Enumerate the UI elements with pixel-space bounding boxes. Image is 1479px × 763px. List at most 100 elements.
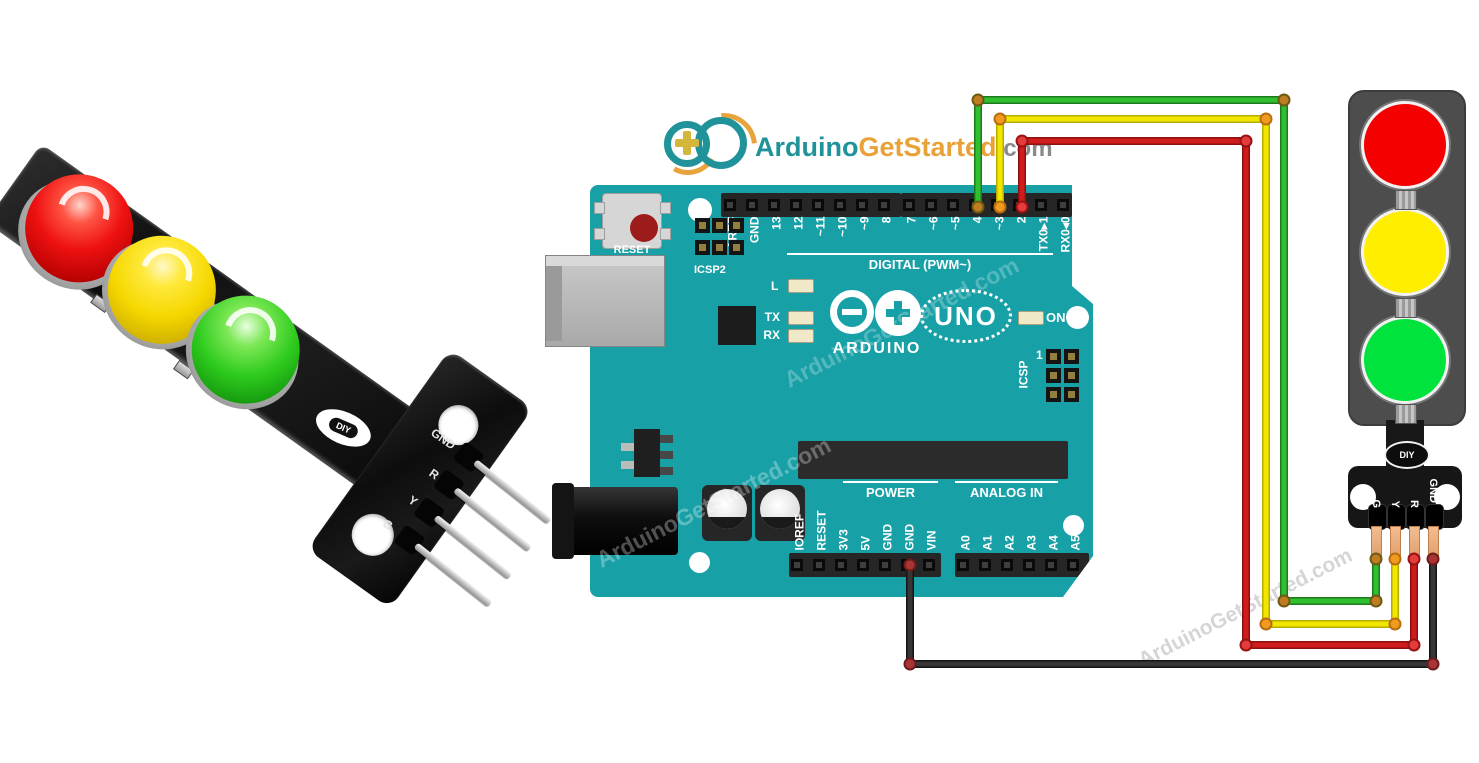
pin-label-10: ~10 (835, 216, 850, 237)
header-pin (923, 559, 935, 571)
digital-section-label: DIGITAL (PWM~) (868, 257, 972, 272)
led-rx (788, 329, 814, 343)
header-pin (903, 199, 915, 211)
regulator-leg (660, 435, 673, 443)
header-pin (947, 199, 959, 211)
icsp-pin (1064, 387, 1079, 402)
led-on (1018, 311, 1044, 325)
usb-port (545, 255, 665, 347)
arduino-brand-label: ARDUINO (832, 340, 922, 357)
icsp-pin (712, 218, 727, 233)
pin-label-a4: A4 (1046, 535, 1061, 551)
icsp-pin (1064, 368, 1079, 383)
arduino-logo-plus-icon (875, 290, 921, 336)
divider-tab (1395, 404, 1417, 424)
header-pin-r (1409, 526, 1420, 564)
icsp-pin (729, 218, 744, 233)
yellow-wire-pin3-to-y-joint (993, 112, 1007, 126)
icsp-pin (1046, 387, 1061, 402)
red-wire-pin2-to-r-joint (1239, 134, 1253, 148)
header-pin-y (1390, 526, 1401, 564)
led-l-label: L (771, 279, 779, 293)
header-pin (1035, 199, 1047, 211)
header-pin (1067, 559, 1079, 571)
header-pin (724, 199, 736, 211)
icsp-pin1-label: 1 (1036, 348, 1043, 362)
pin-label-a2: A2 (1002, 535, 1017, 551)
usb-port-cap (546, 259, 562, 341)
header-pin (813, 559, 825, 571)
green-wire-pin4-to-g-joint (1277, 93, 1291, 107)
main-ic-chip (798, 441, 1068, 479)
power-jack (552, 483, 678, 559)
diy-logo-badge: DIY (1384, 441, 1430, 469)
header-pin (925, 199, 937, 211)
logo-text-getstarted: GetStarted (858, 132, 997, 162)
black-wire-gnd-to-gnd-joint (1426, 657, 1440, 671)
pin-label-7: 7 (904, 216, 919, 224)
header-pin (1057, 199, 1069, 211)
pin-label-r: R (1408, 500, 1420, 508)
icsp-pin (1046, 368, 1061, 383)
power-jack-cap (552, 483, 574, 559)
icsp-pin (1046, 349, 1061, 364)
header-pin (1045, 559, 1057, 571)
led-highlight (48, 176, 119, 247)
header-pin (878, 199, 890, 211)
divider-tab (1395, 298, 1417, 318)
header-pin (834, 199, 846, 211)
header-pin (969, 199, 981, 211)
pin-label-13: 13 (769, 216, 784, 230)
header-pin (991, 199, 1003, 211)
header-pin (979, 559, 991, 571)
pin-label-9: ~9 (857, 216, 872, 231)
regulator-leg (621, 443, 634, 451)
header-pin (791, 559, 803, 571)
red-wire-pin2-to-r-joint (1239, 638, 1253, 652)
red-wire-pin2-to-r-joint (1407, 638, 1421, 652)
header-pin-g (1371, 526, 1382, 564)
pin-label-reset: RESET (814, 510, 829, 551)
green-wire-pin4-to-g-joint (1277, 594, 1291, 608)
module-pcb-rotated: DIY GND R Y G (0, 118, 622, 763)
pin-label-tx01: TX0▸1 (1036, 216, 1051, 252)
pin-label-5: ~5 (948, 216, 963, 231)
pin-label-11: ~11 (813, 216, 828, 237)
pin-label-6: ~6 (926, 216, 941, 231)
green-wire-pin4-to-g-joint (971, 93, 985, 107)
pin-label-gnd: GND (880, 523, 895, 551)
header-pin (1001, 559, 1013, 571)
digital-section-line (787, 253, 1053, 255)
reset-button (630, 214, 658, 242)
pin-label-gnd: GND (747, 216, 762, 244)
led-l (788, 279, 814, 293)
pin-label-a0: A0 (958, 535, 973, 551)
reset-label: RESET (613, 244, 651, 256)
header-pin (768, 199, 780, 211)
red-light (1361, 101, 1449, 189)
reset-tab (660, 228, 671, 240)
pin-label-3v3: 3V3 (836, 529, 851, 551)
pin-label-8: 8 (879, 216, 894, 224)
icsp-label: ICSP (1016, 360, 1031, 389)
led-rx-label: RX (763, 328, 780, 342)
header-pin (957, 559, 969, 571)
header-pin (856, 199, 868, 211)
pin-label-a3: A3 (1024, 535, 1039, 551)
logo-text-com: .com (996, 135, 1053, 162)
power-section-line (843, 481, 938, 483)
yellow-wire-pin3-to-y-joint (1259, 112, 1273, 126)
pin-label-gnd: GND (902, 523, 917, 551)
diy-logo-text: DIY (1399, 450, 1415, 460)
pin-label-4: 4 (970, 216, 985, 224)
led-tx-label: TX (764, 310, 780, 324)
usb-port-shine (546, 256, 664, 266)
header-pin (790, 199, 802, 211)
header-pin (835, 559, 847, 571)
header-pin (857, 559, 869, 571)
watermark: ArduinoGetStarted.com (1134, 543, 1357, 672)
small-chip (718, 306, 756, 345)
pin-label-2: 2 (1014, 216, 1029, 224)
reset-button-plate (594, 193, 671, 249)
